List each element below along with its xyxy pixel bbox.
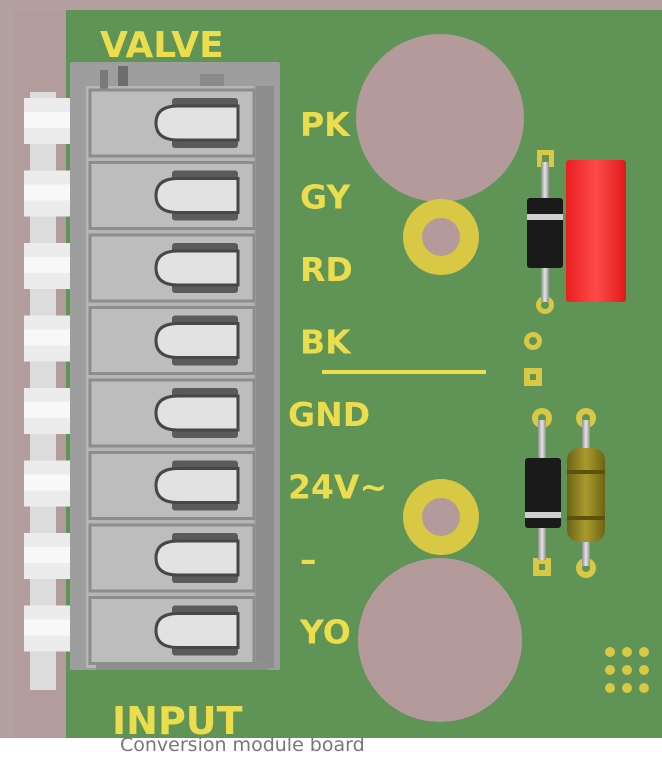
socket-opening <box>154 394 240 432</box>
connector-pin-tab <box>24 112 84 128</box>
mounting-hole-top <box>356 34 524 202</box>
pin-labels: PK GY RD BK GND 24V~ – YO <box>288 105 387 652</box>
diode-top <box>527 150 563 314</box>
header-label: VALVE <box>100 25 224 66</box>
terminal-block-connector <box>70 62 280 670</box>
connector-pin-tab <box>24 474 84 491</box>
socket-opening <box>154 539 240 577</box>
plated-via-top <box>403 199 479 275</box>
pin-label: GY <box>300 178 351 217</box>
plated-via-bottom <box>403 479 479 555</box>
socket-opening <box>154 467 240 504</box>
pin-label: – <box>300 540 317 579</box>
pin-label: YO <box>299 613 351 652</box>
led <box>566 160 626 302</box>
socket-opening <box>154 612 240 649</box>
resistor <box>567 408 605 578</box>
image-caption: Conversion module board <box>120 734 365 756</box>
socket-opening <box>154 322 240 359</box>
connector-pin-tab <box>24 329 84 346</box>
connector-pin-tab <box>24 547 84 563</box>
connector-pin-tab <box>24 402 84 418</box>
footer-label: INPUT <box>112 699 243 738</box>
pin-label: PK <box>300 105 351 144</box>
socket-opening <box>154 104 240 142</box>
socket-opening <box>154 177 240 214</box>
socket-opening <box>154 249 240 287</box>
connector-pins <box>24 92 84 690</box>
pin-label: BK <box>300 323 352 362</box>
connector-pin-tab <box>24 184 84 201</box>
connector-pin-tab <box>24 619 84 636</box>
pcb-render: VALVE INPUT PK GY RD BK GND 24V~ – YO <box>0 0 662 738</box>
small-pads <box>524 332 542 386</box>
mounting-hole-bottom <box>358 558 522 722</box>
connector-pin-tab <box>24 257 84 273</box>
diode-bottom <box>525 408 561 576</box>
pin-label: RD <box>300 250 353 289</box>
pin-label: 24V~ <box>288 468 387 507</box>
test-pad-grid <box>605 647 649 693</box>
pin-label: GND <box>288 395 370 434</box>
